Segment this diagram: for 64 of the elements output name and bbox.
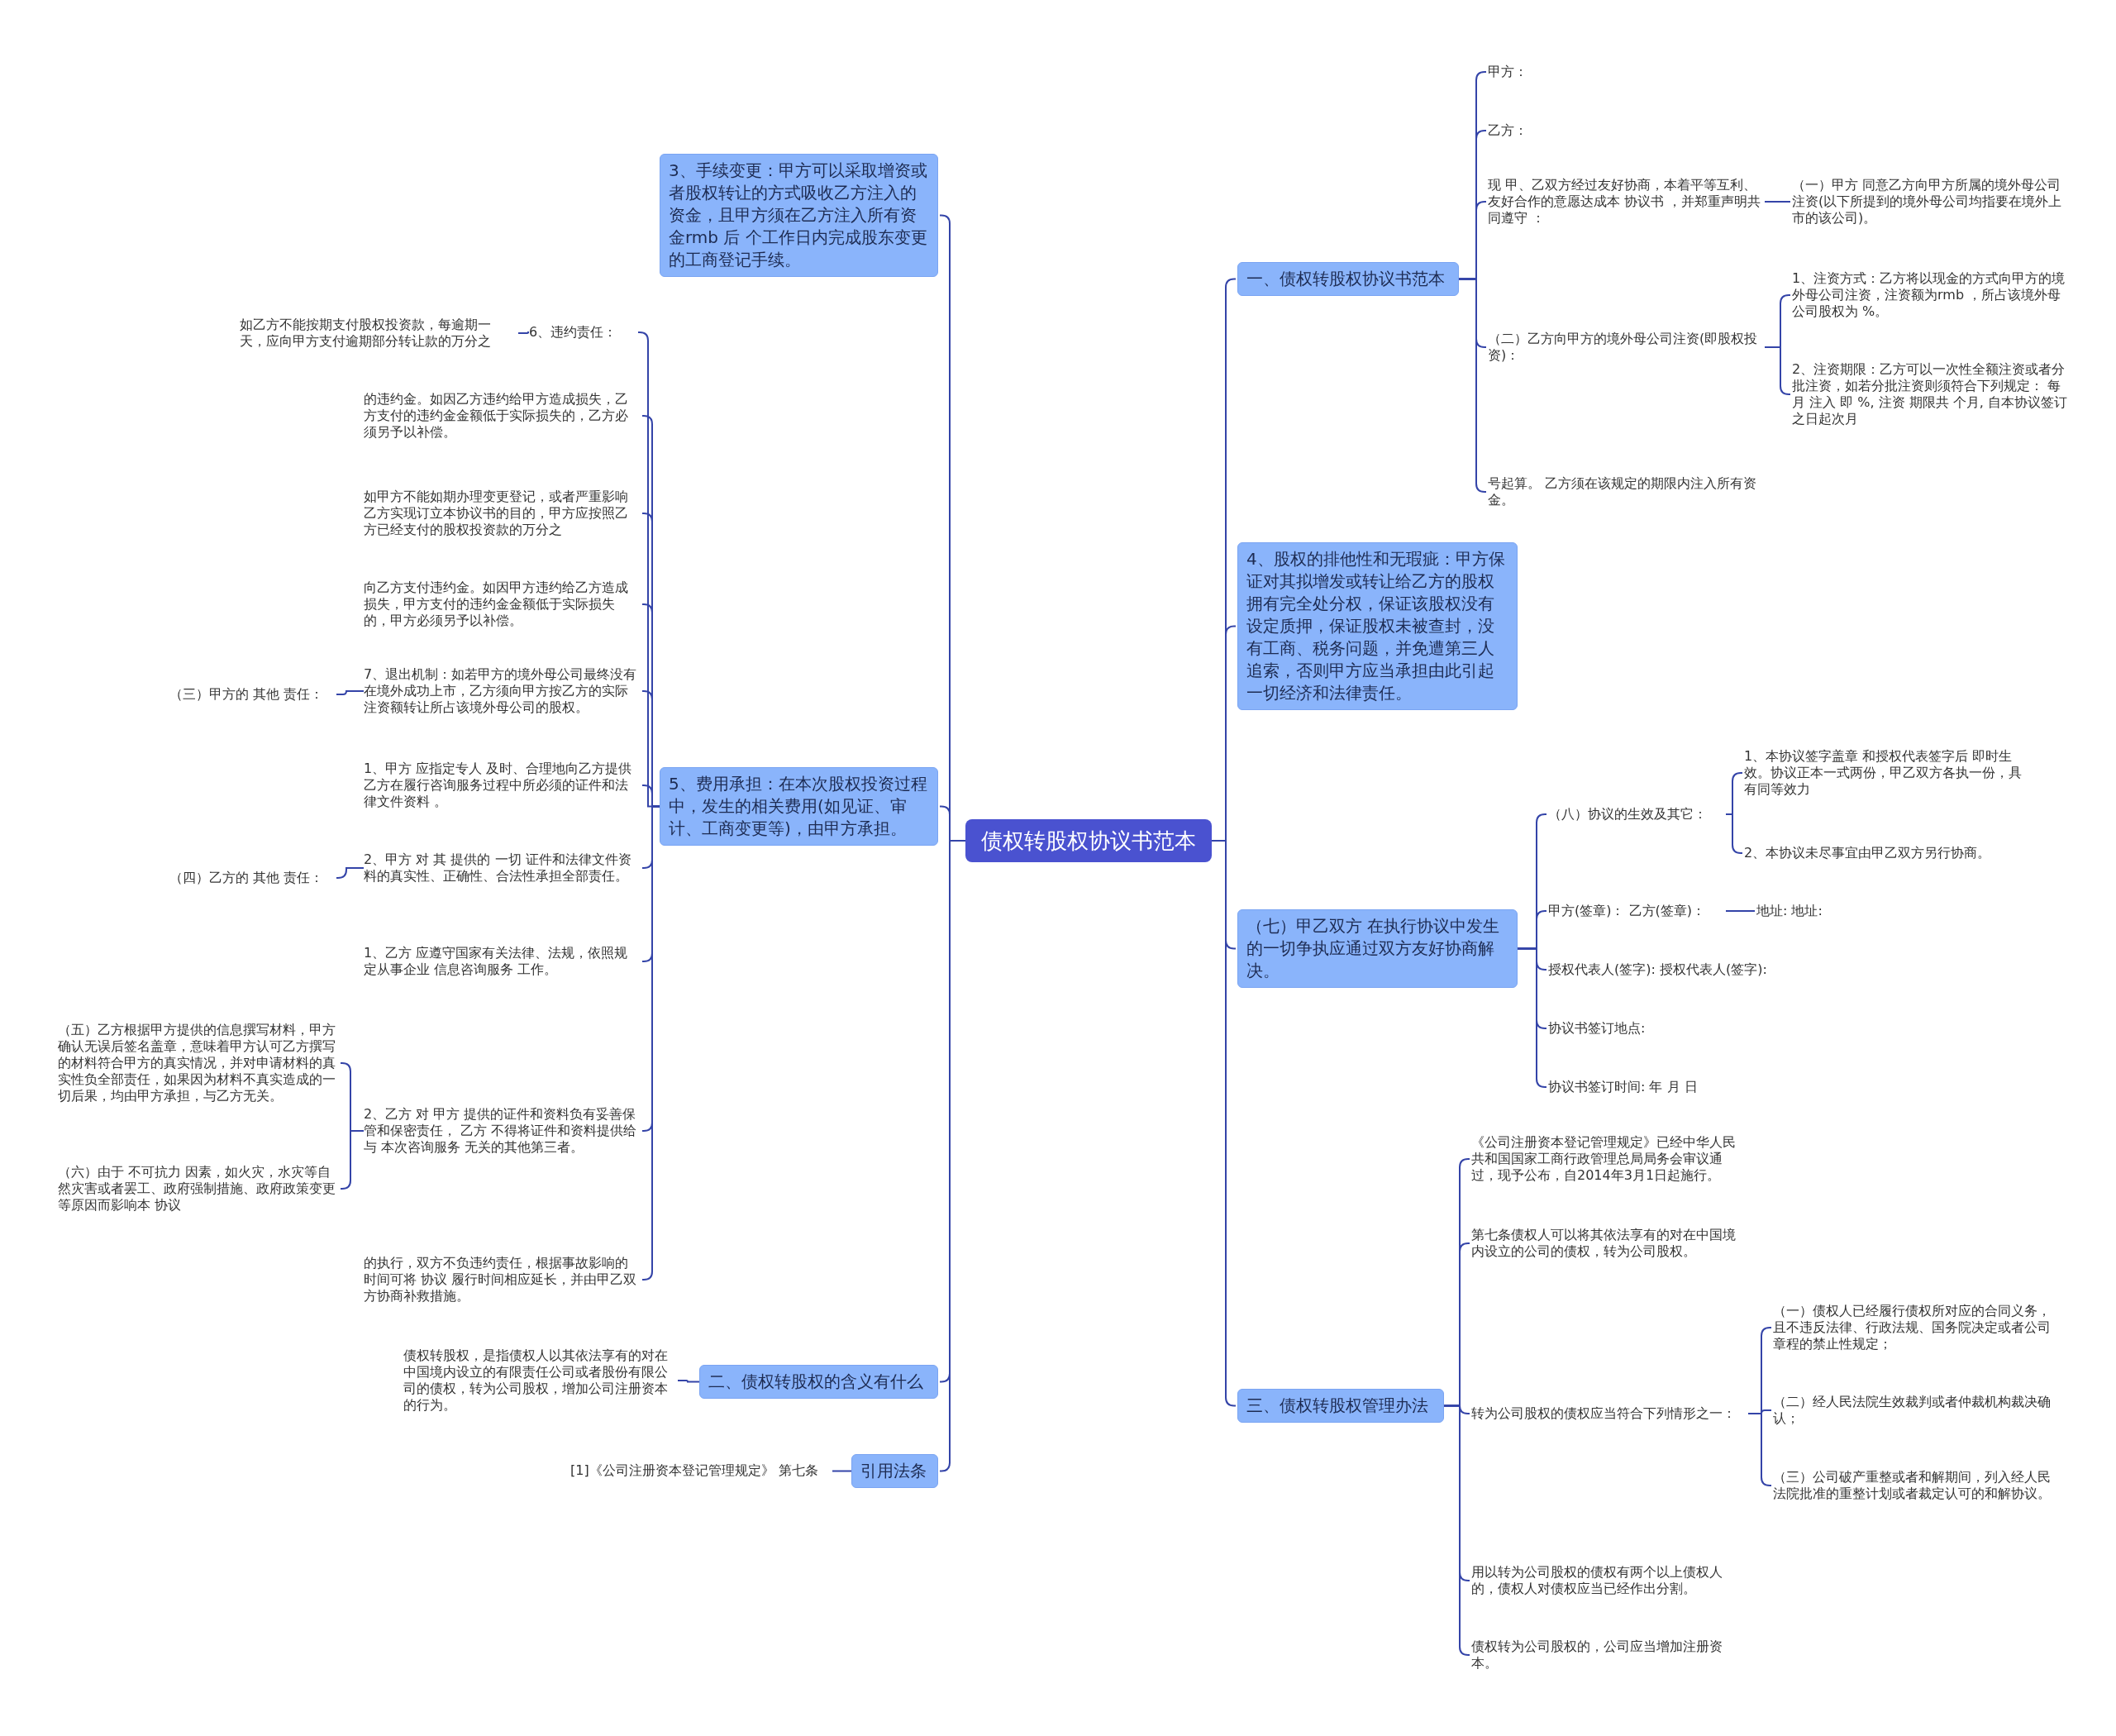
subtopic-text: 乙方： [1488,122,1562,139]
subtopic-text: [1]《公司注册资本登记管理规定》 第七条 [570,1462,831,1479]
topic-box: 二、债权转股权的含义有什么 [699,1365,938,1399]
subtopic-text: （三）公司破产重整或者和解期间，列入经人民法院批准的重整计划或者裁定认可的和解协议。 [1773,1469,2054,1502]
subtopic-text: 2、本协议未尽事宜由甲乙双方另行协商。 [1744,845,2025,861]
connector-line [1443,1405,1470,1656]
subtopic-text: （一）债权人已经履行债权所对应的合同义务，且不违反法律、行政法规、国务院决定或者公司章程的禁止性规定； [1773,1303,2054,1352]
connector-line [336,690,365,695]
subtopic-text: 授权代表人(签字): 授权代表人(签字): [1548,961,1821,978]
connector-line [1725,910,1756,912]
connector-line [1517,947,1547,1088]
topic-box: 5、费用承担：在本次股权投资过程中，发生的相关费用(如见证、审计、工商变更等)，由甲方承担。 [660,767,938,846]
connector-line [1764,346,1791,395]
connector-line [1458,278,1487,493]
subtopic-text: 《公司注册资本登记管理规定》已经中华人民共和国国家工商行政管理总局局务会审议通过，现予公布，自2014年3月1日起施行。 [1471,1134,1748,1184]
connector-line [677,1380,700,1383]
connector-line [832,1470,852,1472]
topic-box: 4、股权的排他性和无瑕疵：甲方保证对其拟增发或转让给乙方的股权拥有完全处分权，保证该股权没有设定质押，保证股权未被查封，没有工商、税务问题，并免遭第三人追索，否则甲方应当承担由此引起一切经济和法律责任。 [1237,542,1518,710]
connector-line [1764,201,1791,203]
subtopic-text: （八）协议的生效及其它： [1548,806,1726,823]
topic-box: 一、债权转股权协议书范本 [1237,262,1459,296]
subtopic-text: 号起算。 乙方须在该规定的期限内注入所有资金。 [1488,475,1765,508]
subtopic-text: 6、违约责任： [529,324,636,341]
central-topic-box: 债权转股权协议书范本 [965,819,1212,862]
subtopic-text: 的执行，双方不负违约责任，根据事故影响的时间可将 协议 履行时间相应延长，并由甲乙双方协商补救措施。 [364,1255,641,1304]
topic-box: （七）甲乙双方 在执行协议中发生的一切争执应通过双方友好协商解决。 [1237,909,1518,988]
subtopic-text: 如乙方不能按期支付股权投资款，每逾期一天，应向甲方支付逾期部分转让款的万分之 [240,317,517,350]
subtopic-text: 第七条债权人可以将其依法享有的对在中国境内设立的公司的债权，转为公司股权。 [1471,1227,1748,1260]
connector-line [517,331,530,334]
topic-box: 三、债权转股权管理办法 [1237,1389,1444,1423]
subtopic-text: 协议书签订时间: 年 月 日 [1548,1079,1755,1095]
subtopic-text: （二）经人民法院生效裁判或者仲裁机构裁决确认； [1773,1394,2054,1427]
subtopic-text: （五）乙方根据甲方提供的信息撰写材料，甲方确认无误后签名盖章，意味着甲方认可乙方撰写的材料符合甲方的真实情况，并对申请材料的真实性负全部责任，如果因为材料不真实造成的一切后果，均由甲方承担，与乙方无关。 [58,1022,339,1104]
connector-line [1747,1413,1772,1486]
subtopic-text: 2、注资期限：乙方可以一次性全额注资或者分批注资，如若分批注资则须符合下列规定： 每月 注入 即 %, 注资 期限共 个月, 自本协议签订之日起次月 [1792,361,2073,427]
topic-box: 3、手续变更：甲方可以采取增资或者股权转让的方式吸收乙方注入的资金，且甲方须在乙方注入所有资金rmb 后 个工作日内完成股东变更的工商登记手续。 [660,154,938,277]
connector-line [1725,813,1743,854]
subtopic-text: 1、注资方式：乙方将以现金的方式向甲方的境外母公司注资，注资额为rmb ，所占该境外母公司股权为 %。 [1792,270,2073,320]
connector-line [336,867,365,879]
subtopic-text: 协议书签订地点: [1548,1020,1713,1037]
subtopic-text: 地址: 地址: [1756,903,1847,919]
subtopic-text: 甲方(签章)： 乙方(签章)： [1548,903,1726,919]
subtopic-text: 1、本协议签字盖章 和授权代表签字后 即时生效。协议正本一式两份，甲乙双方各执一份，具有同等效力 [1744,748,2025,798]
subtopic-text: 7、退出机制：如若甲方的境外母公司最终没有在境外成功上市，乙方须向甲方按乙方的实际注资额转让所占该境外母公司的股权。 [364,666,641,716]
subtopic-text: 1、乙方 应遵守国家有关法律、法规，依照规定从事企业 信息咨询服务 工作。 [364,945,641,978]
subtopic-text: 2、乙方 对 甲方 提供的证件和资料负有妥善保管和保密责任， 乙方 不得将证件和资料提供给与 本次咨询服务 无关的其他第三者。 [364,1106,641,1156]
connector-line [340,1130,365,1190]
subtopic-text: 债权转为公司股权的，公司应当增加注册资本。 [1471,1638,1748,1672]
subtopic-text: 转为公司股权的债权应当符合下列情形之一： [1471,1405,1748,1422]
subtopic-text: （四）乙方的 其他 责任： [169,870,335,886]
subtopic-text: 向乙方支付违约金。如因甲方违约给乙方造成损失，甲方支付的违约金金额低于实际损失的，甲方必须另予以补偿。 [364,579,641,629]
subtopic-text: 甲方： [1488,64,1562,80]
subtopic-text: 债权转股权，是指债权人以其依法享有的对在中国境内设立的有限责任公司或者股份有限公司的债权，转为公司股权，增加公司注册资本的行为。 [403,1347,676,1414]
subtopic-text: 如甲方不能如期办理变更登记，或者严重影响乙方实现订立本协议书的目的，甲方应按照乙方已经支付的股权投资款的万分之 [364,489,641,538]
subtopic-text: （二）乙方向甲方的境外母公司注资(即股权投资)： [1488,331,1765,364]
topic-box: 引用法条 [851,1454,938,1488]
subtopic-text: 的违约金。如因乙方违约给甲方造成损失，乙方支付的违约金金额低于实际损失的，乙方必须另予以补偿。 [364,391,641,441]
subtopic-text: 1、甲方 应指定专人 及时、合理地向乙方提供乙方在履行咨询服务过程中所必须的证件和法律文件资料 。 [364,761,641,810]
subtopic-text: 现 甲、乙双方经过友好协商，本着平等互利、友好合作的意愿达成本 协议书 ，并郑重声明共同遵守 ： [1488,177,1765,227]
subtopic-text: （一）甲方 同意乙方向甲方所属的境外母公司注资(以下所提到的境外母公司均指要在境外上市的该公司)。 [1792,177,2073,227]
subtopic-text: （三）甲方的 其他 责任： [169,686,335,703]
subtopic-text: （六）由于 不可抗力 因素，如火灾，水灾等自然灾害或者罢工、政府强制措施、政府政策变更等原因而影响本 协议 [58,1164,339,1214]
subtopic-text: 2、甲方 对 其 提供的 一切 证件和法律文件资料的真实性、正确性、合法性承担全部责任。 [364,851,641,885]
subtopic-text: 用以转为公司股权的债权有两个以上债权人的，债权人对债权应当已经作出分割。 [1471,1564,1748,1597]
